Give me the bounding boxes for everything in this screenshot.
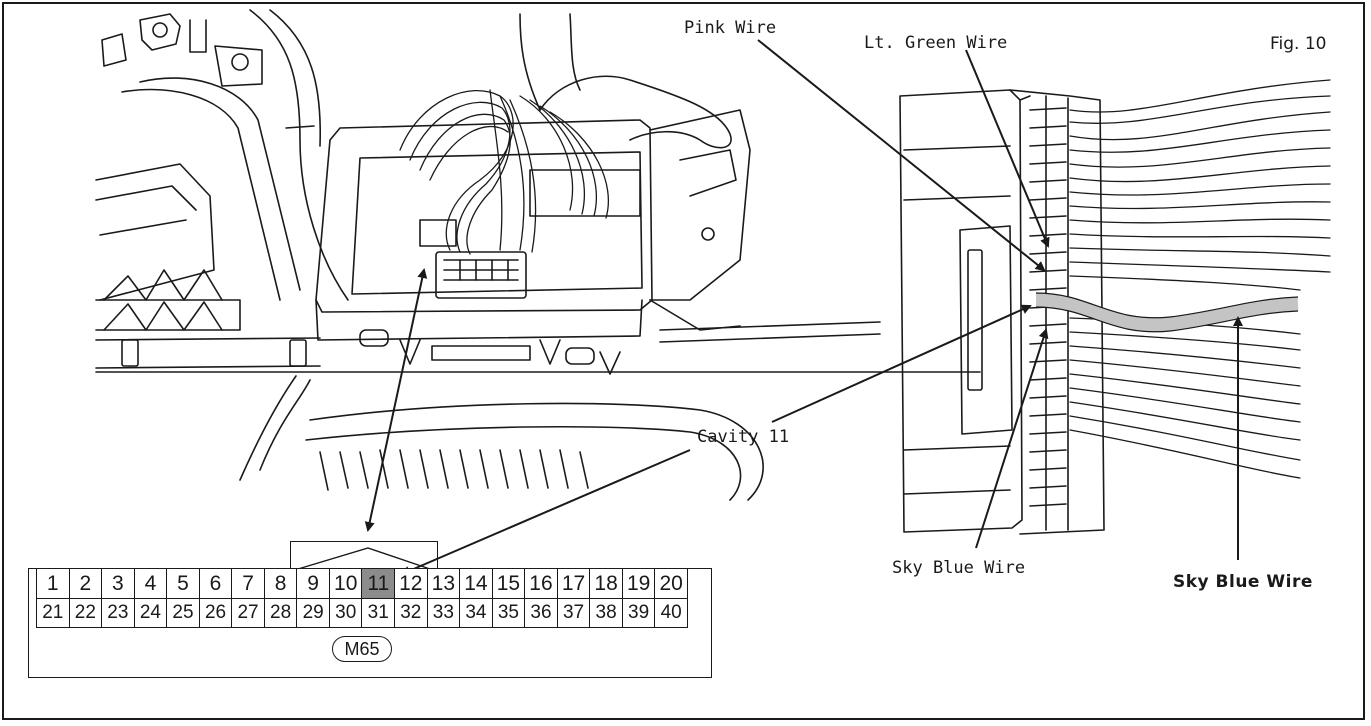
pin-cavity: 25 [166,598,199,628]
pin-cavity: 36 [524,598,557,628]
pin-cavity: 22 [68,598,102,628]
pin-cavity: 26 [198,598,232,628]
connector-to-module-leader [364,268,428,532]
pin-cavity: 19 [621,568,655,598]
pin-cavity: 28 [263,598,297,628]
pin-cavity: 20 [654,568,688,598]
pin-cavity: 15 [491,568,525,598]
pin-cavity: 40 [654,598,688,628]
connector-id-badge: M65 [332,636,392,662]
pin-cavity: 18 [589,568,622,598]
pin-cavity: 7 [231,568,264,598]
pin-cavity: 39 [621,598,655,628]
pin-cavity: 10 [328,568,362,598]
figure-number: Fig. 10 [1270,34,1327,54]
pin-cavity: 1 [36,568,69,598]
pin-cavity: 33 [426,598,460,628]
pin-cavity: 13 [426,568,460,598]
pin-cavity: 29 [296,598,329,628]
pin-cavity: 2 [68,568,102,598]
cavity-label: Cavity 11 [697,427,790,447]
pin-cavity: 4 [133,568,167,598]
pin-cavity: 8 [263,568,297,598]
pin-cavity-highlighted: 11 [361,568,395,598]
connector-lock-tab [290,541,438,569]
highlighted-sky-blue-wire [1035,293,1299,332]
pink-wire-leader [757,39,1046,272]
pin-cavity: 30 [328,598,362,628]
pin-cavity: 34 [459,598,492,628]
pin-cavity: 3 [101,568,134,598]
pin-cavity: 38 [589,598,622,628]
pin-cavity: 31 [361,598,395,628]
pin-cavity: 32 [394,598,427,628]
dash-panel-drawing [95,9,981,501]
pink-wire-label: Pink Wire [684,18,777,38]
pin-cavity: 9 [296,568,329,598]
pin-cavity: 21 [36,598,69,628]
lt-green-wire-label: Lt. Green Wire [864,33,1008,53]
pin-cavity: 37 [556,598,590,628]
lt-green-wire-leader [965,49,1050,248]
pin-cavity: 23 [101,598,134,628]
cavity-leader-left [400,449,691,576]
pin-cavity: 24 [133,598,167,628]
pin-cavity: 17 [556,568,590,598]
pin-cavity: 6 [198,568,232,598]
sky-blue-wire-leader [975,328,1049,549]
cavity-leader-right [771,304,1032,423]
sky-blue-wire-bold-label: Sky Blue Wire [1173,572,1313,592]
pin-cavity: 27 [231,598,264,628]
pin-cavity: 16 [524,568,557,598]
pin-cavity: 35 [491,598,525,628]
pin-cavity: 12 [394,568,427,598]
sky-blue-wire-label: Sky Blue Wire [892,558,1026,578]
pin-cavity: 5 [166,568,199,598]
pin-cavity: 14 [459,568,492,598]
